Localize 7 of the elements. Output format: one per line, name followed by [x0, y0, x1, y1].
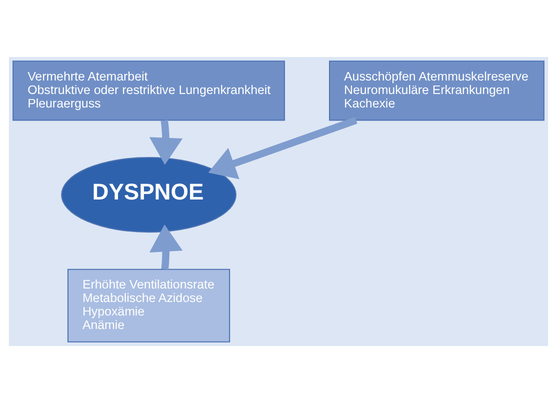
arrow	[149, 120, 183, 165]
node-box: Ausschöpfen Atemmuskelreserve Neuromukuläre Erkrankungen Kachexie	[329, 60, 544, 121]
node-box: Vermehrte Atemarbeit Obstruktive oder restriktive Lungenkrankheit Pleuraerguss	[12, 60, 285, 121]
arrow	[208, 116, 358, 180]
node-ellipse: DYSPNOE	[61, 156, 236, 233]
arrow	[149, 224, 183, 270]
node-box: Erhöhte Ventilationsrate Metabolische Azidose Hypoxämie Anämie	[67, 268, 230, 342]
